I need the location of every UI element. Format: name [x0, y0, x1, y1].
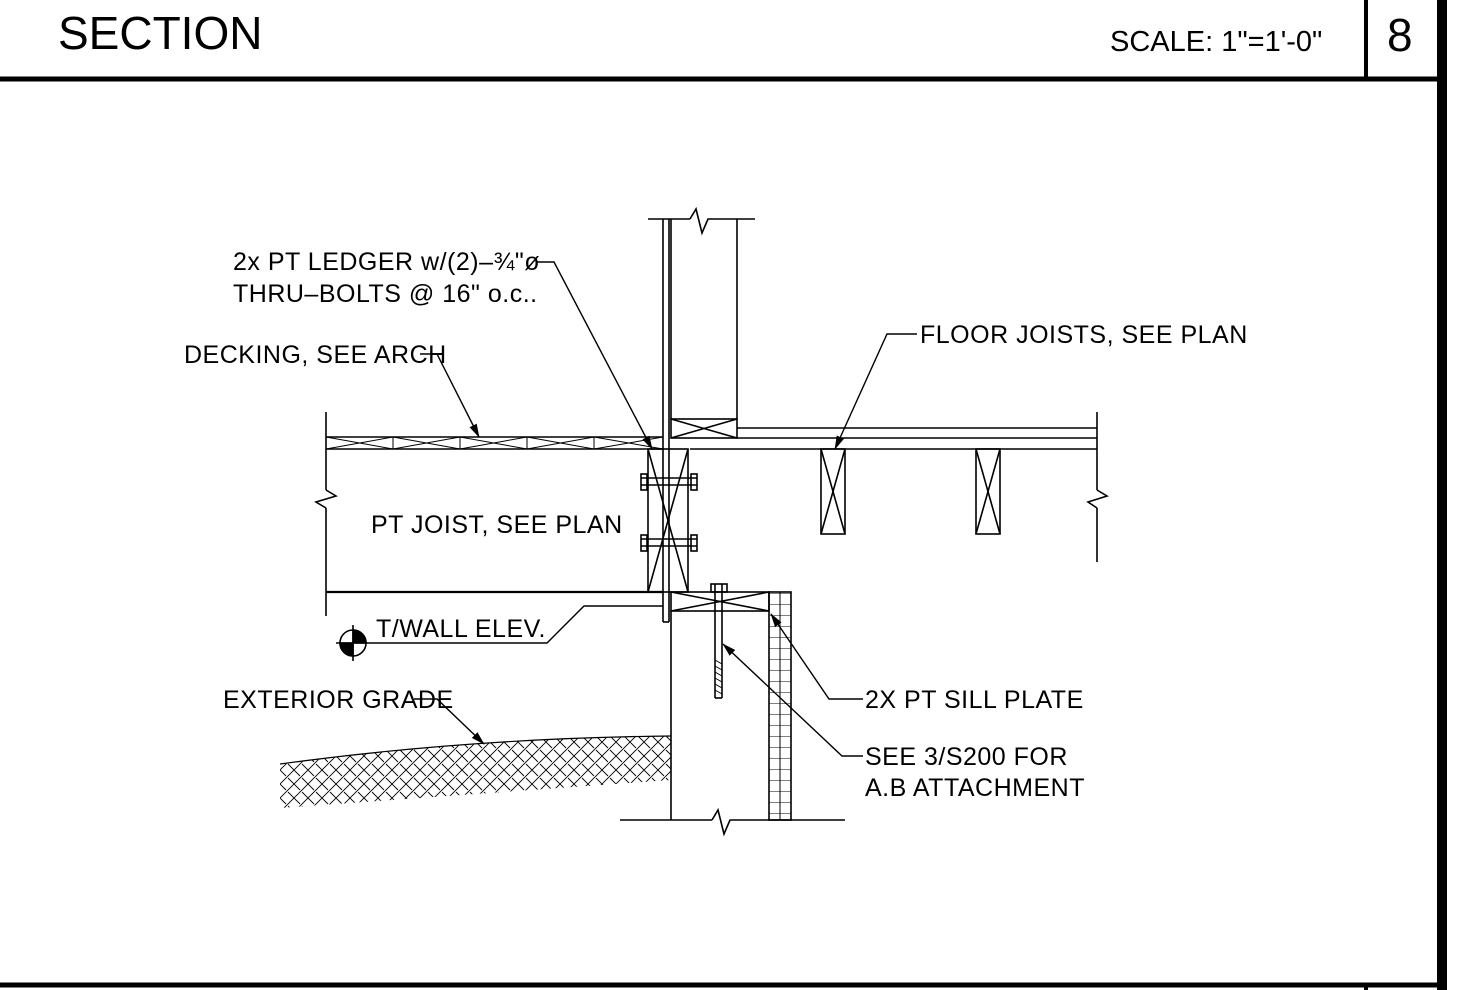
- ledger-board: [647, 448, 689, 593]
- foundation-wall: [620, 591, 845, 837]
- scale-label: SCALE: 1"=1'-0": [1110, 26, 1323, 58]
- exterior-grade-label: EXTERIOR GRADE: [223, 686, 454, 714]
- deck-framing: [314, 412, 664, 616]
- floor-joists-label: FLOOR JOISTS, SEE PLAN: [920, 321, 1248, 349]
- thru-bolt-upper: [640, 473, 698, 491]
- decking-label: DECKING, SEE ARCH: [184, 341, 447, 369]
- exterior-grade-soil: [279, 735, 672, 808]
- anchor-bolt-label-line2: A.B ATTACHMENT: [865, 774, 1085, 802]
- thru-bolt-lower: [640, 534, 698, 552]
- anchor-bolt: [710, 583, 728, 699]
- ledger-label-line1: 2x PT LEDGER w/(2)–¾"ø: [233, 248, 540, 276]
- interior-floor: [690, 412, 1109, 562]
- sill-plate-label: 2X PT SILL PLATE: [865, 686, 1084, 714]
- twall-leader: [370, 605, 663, 644]
- sill-plate: [670, 591, 770, 612]
- anchor-bolt-label-line1: SEE 3/S200 FOR: [865, 743, 1068, 771]
- twall-elev-label: T/WALL ELEV.: [376, 615, 546, 643]
- leader-lines: [414, 261, 917, 757]
- elevation-marker-icon: [336, 625, 370, 661]
- detail-number: 8: [1387, 9, 1413, 61]
- section-title: SECTION: [58, 7, 263, 59]
- pt-joist-label: PT JOIST, SEE PLAN: [371, 511, 623, 539]
- upper-wall: [648, 206, 755, 623]
- ledger-label-line2: THRU–BOLTS @ 16" o.c..: [233, 280, 538, 308]
